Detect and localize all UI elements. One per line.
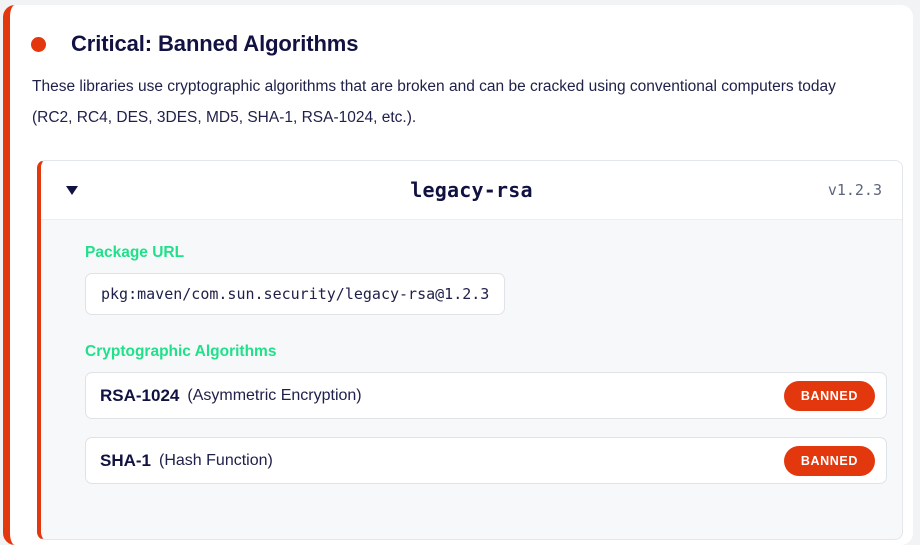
critical-alert-panel: Critical: Banned Algorithms These librar… — [3, 5, 913, 545]
package-url-value[interactable]: pkg:maven/com.sun.security/legacy-rsa@1.… — [85, 273, 506, 315]
package-card: legacy-rsa v1.2.3 Package URL pkg:maven/… — [37, 160, 903, 540]
algorithm-row: RSA-1024 (Asymmetric Encryption) BANNED — [85, 372, 887, 419]
status-badge: BANNED — [783, 445, 875, 476]
algorithm-type: (Asymmetric Encryption) — [187, 386, 362, 404]
package-name: legacy-rsa — [410, 178, 533, 202]
algorithm-type: (Hash Function) — [159, 451, 273, 469]
severity-dot-icon — [31, 36, 46, 52]
cryptographic-algorithms-label: Cryptographic Algorithms — [85, 343, 277, 360]
algorithm-name: SHA-1 — [100, 450, 152, 470]
alert-description: These libraries use cryptographic algori… — [32, 78, 836, 126]
algorithm-row: SHA-1 (Hash Function) BANNED — [85, 437, 887, 484]
package-card-body: Package URL pkg:maven/com.sun.security/l… — [41, 220, 902, 484]
package-version: v1.2.3 — [827, 181, 882, 199]
alert-heading: Critical: Banned Algorithms — [10, 5, 913, 57]
algorithm-name: RSA-1024 — [100, 385, 180, 405]
chevron-down-icon[interactable] — [66, 185, 78, 195]
page-title: Critical: Banned Algorithms — [71, 31, 359, 56]
package-card-header[interactable]: legacy-rsa v1.2.3 — [41, 161, 902, 220]
package-url-label: Package URL — [85, 244, 185, 261]
status-badge: BANNED — [783, 380, 875, 411]
